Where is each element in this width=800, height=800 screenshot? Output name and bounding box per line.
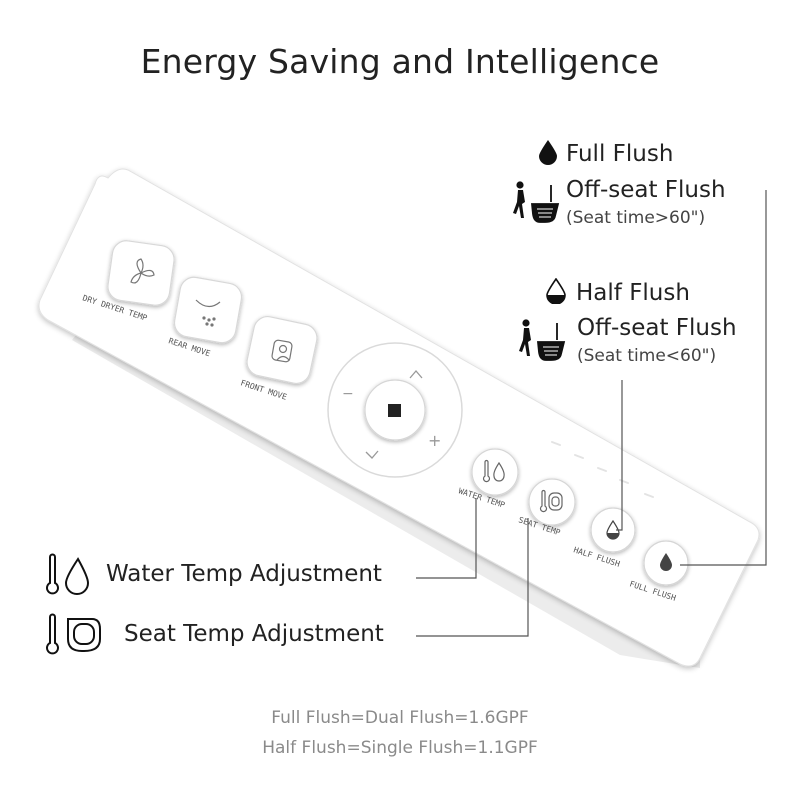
walker-toilet-icon [513,181,560,223]
thermometer-seat-icon [539,489,563,513]
dpad-plus-icon[interactable]: + [428,431,441,450]
dpad-up-icon[interactable] [409,370,423,379]
half-flush-offseat-label: Off-seat Flush [577,315,737,341]
water-temp-adjustment-label: Water Temp Adjustment [106,561,382,587]
front-spray-icon [271,339,293,363]
rear-move-button[interactable] [172,275,243,345]
thermometer-drop-icon [46,553,90,595]
drop-filled-icon [539,140,557,165]
page-title: Energy Saving and Intelligence [140,42,660,81]
drop-half-icon [546,278,566,304]
half-flush-offseat-note: (Seat time<60") [577,346,717,366]
full-flush-offseat-label: Off-seat Flush [566,177,726,203]
dpad-down-icon[interactable] [365,450,379,459]
fan-icon [130,258,155,284]
rear-spray-icon [195,299,221,327]
footer-line-2: Half Flush=Single Flush=1.1GPF [262,738,538,758]
drop-half-icon [606,519,620,540]
drop-filled-icon [660,553,672,571]
half-flush-title: Half Flush [576,280,690,306]
full-flush-title: Full Flush [566,141,674,167]
water-temp-button[interactable] [471,448,519,496]
dpad-minus-icon[interactable]: − [342,386,354,402]
thermometer-seat-icon [46,613,101,655]
full-flush-offseat-note: (Seat time>60") [566,208,706,228]
thermometer-drop-icon [482,459,505,483]
walker-toilet-icon [519,319,566,361]
dpad-stop-icon[interactable] [388,404,401,417]
seat-temp-adjustment-label: Seat Temp Adjustment [124,621,384,647]
footer-line-1: Full Flush=Dual Flush=1.6GPF [271,708,529,728]
front-move-button[interactable] [244,314,319,386]
